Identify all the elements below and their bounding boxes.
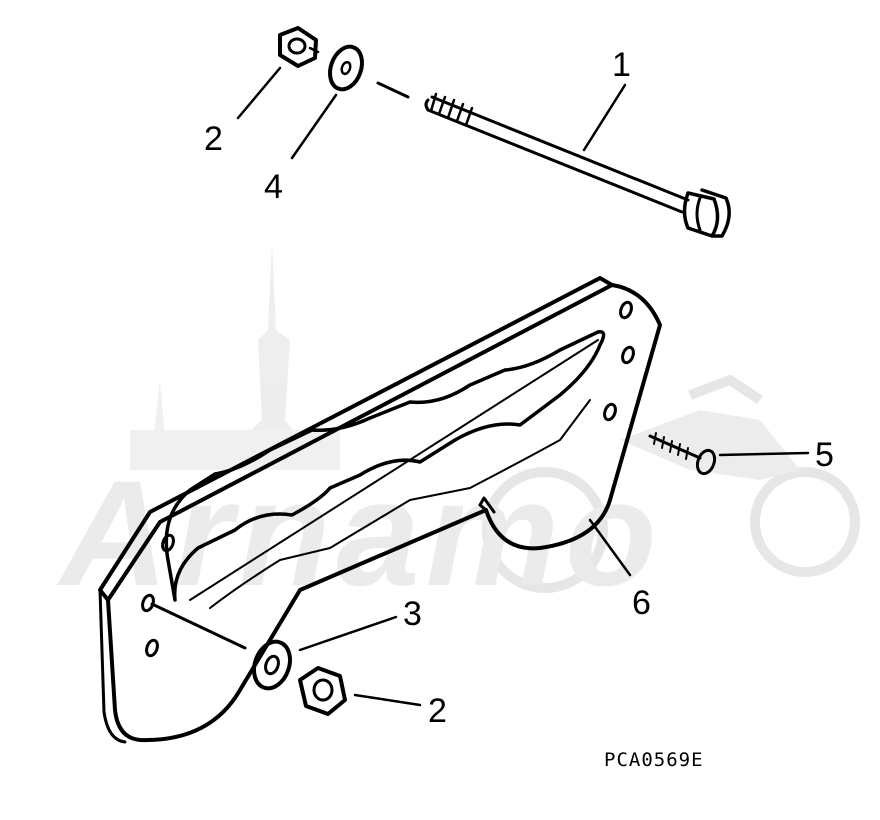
upper-assembly-line	[376, 81, 410, 99]
upper-washer-part	[328, 44, 364, 92]
callout-2-upper: 2	[204, 120, 223, 158]
callout-3: 3	[403, 595, 422, 633]
watermark-logo: Arnamo	[56, 240, 860, 617]
lower-assembly-line	[150, 602, 247, 650]
callout-4: 4	[264, 168, 283, 206]
callout-2-lower: 2	[428, 692, 447, 730]
reference-code: PCA0569E	[604, 749, 704, 771]
plate-part	[98, 276, 662, 744]
callout-5: 5	[815, 436, 834, 474]
screw-part	[648, 432, 717, 476]
upper-nut-part	[278, 26, 320, 68]
callout-6: 6	[632, 584, 651, 622]
lower-washer-part	[252, 639, 292, 691]
callout-1: 1	[612, 46, 631, 84]
lower-nut-part	[298, 666, 347, 716]
bolt-part	[424, 92, 731, 238]
leader-lines	[236, 66, 810, 707]
